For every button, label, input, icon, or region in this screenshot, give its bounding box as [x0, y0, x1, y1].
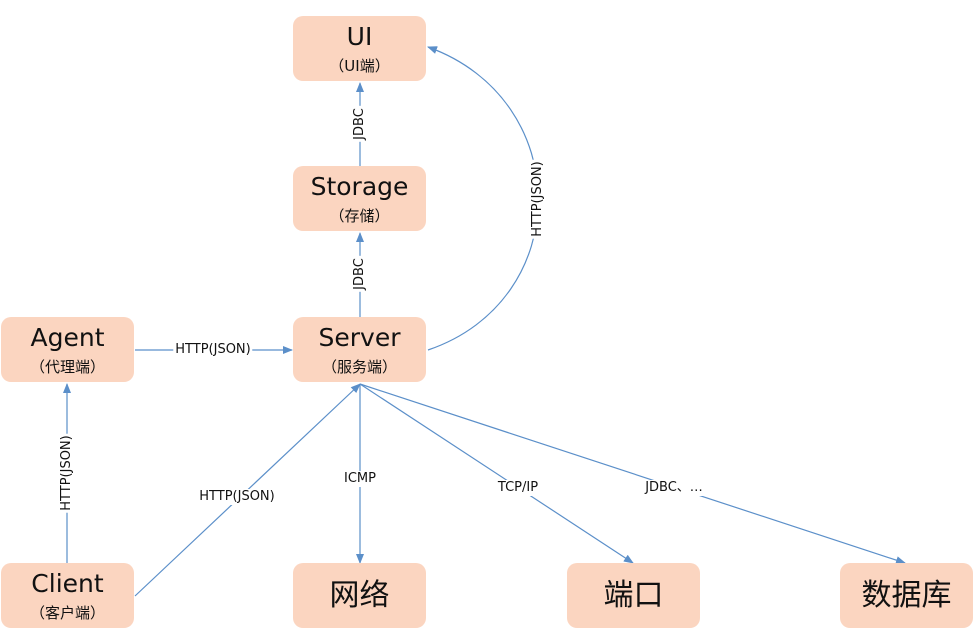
node-ui-title: UI	[346, 21, 373, 51]
node-server-subtitle: （服务端）	[321, 357, 397, 376]
node-client-subtitle: （客户端）	[29, 603, 105, 622]
label-server-database: JDBC、…	[643, 480, 705, 496]
node-agent-subtitle: （代理端）	[29, 357, 105, 376]
node-port: 端口	[567, 563, 700, 628]
node-server: Server （服务端）	[293, 317, 426, 382]
label-server-network: ICMP	[342, 471, 378, 487]
node-storage-title: Storage	[310, 171, 409, 201]
edge-server-port	[359, 383, 634, 564]
edge-server-database	[359, 383, 906, 564]
node-database-title: 数据库	[861, 577, 952, 613]
label-storage-ui: JDBC	[352, 106, 368, 142]
node-client: Client （客户端）	[1, 563, 134, 628]
node-agent-title: Agent	[30, 322, 105, 352]
node-network-title: 网络	[329, 577, 390, 613]
node-server-title: Server	[318, 322, 401, 352]
label-agent-server: HTTP(JSON)	[173, 342, 253, 358]
node-database: 数据库	[840, 563, 973, 628]
node-ui: UI （UI端）	[293, 16, 426, 81]
label-server-port: TCP/IP	[495, 480, 541, 496]
node-client-title: Client	[31, 568, 104, 598]
node-port-title: 端口	[603, 577, 664, 613]
label-client-server: HTTP(JSON)	[197, 489, 277, 505]
label-server-storage: JDBC	[352, 256, 368, 292]
label-server-ui: HTTP(JSON)	[530, 159, 546, 239]
node-storage: Storage （存储）	[293, 166, 426, 231]
node-ui-subtitle: （UI端）	[329, 56, 390, 75]
node-storage-subtitle: （存储）	[329, 206, 390, 225]
node-network: 网络	[293, 563, 426, 628]
node-agent: Agent （代理端）	[1, 317, 134, 382]
edge-server-ui	[427, 46, 539, 351]
label-client-agent: HTTP(JSON)	[59, 433, 75, 513]
